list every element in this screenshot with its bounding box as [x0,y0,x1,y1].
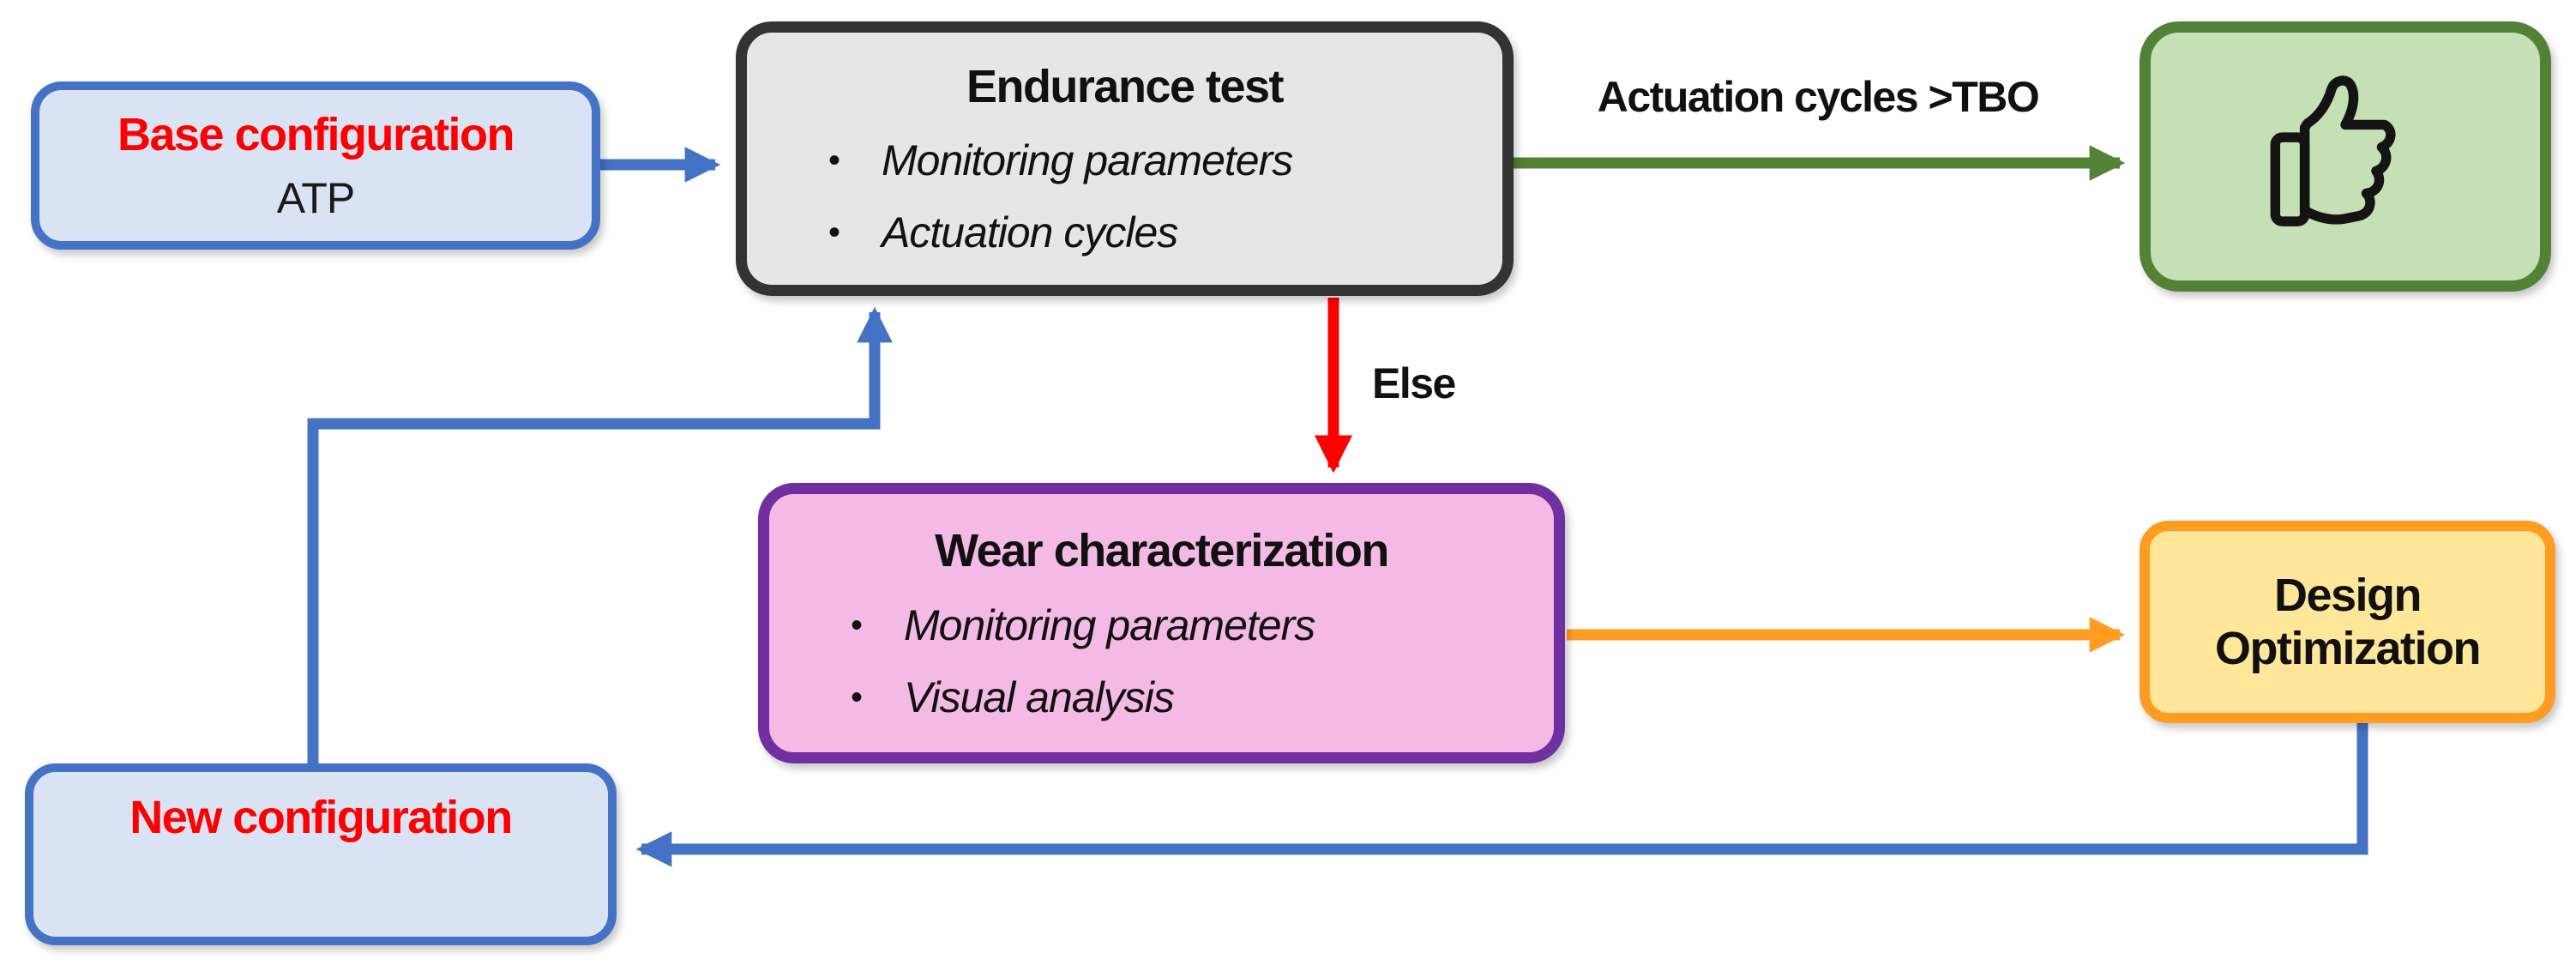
arrow-design-to-new-config [635,721,2368,867]
base-configuration-title: Base configuration [117,108,515,160]
bullet-icon: • [851,606,864,644]
node-endurance-test: Endurance test • Monitoring parameters •… [736,21,1514,296]
endurance-bullet-monitoring: Monitoring parameters [882,136,1293,185]
node-base-configuration: Base configuration ATP [31,81,600,250]
node-success [2140,21,2551,292]
node-design-optimization: Design Optimization [2140,521,2555,723]
list-item: • Monitoring parameters [828,136,1502,185]
bullet-icon: • [851,678,864,716]
wear-characterization-title: Wear characterization [935,525,1389,577]
list-item: • Actuation cycles [828,208,1502,257]
thumbs-up-icon [2270,75,2396,226]
list-item: • Visual analysis [851,672,1554,722]
node-wear-characterization: Wear characterization • Monitoring param… [758,483,1565,763]
node-new-configuration: New configuration [25,763,617,945]
wear-bullet-monitoring: Monitoring parameters [904,600,1315,649]
wear-bullet-visual: Visual analysis [904,672,1175,721]
base-configuration-subtitle: ATP [276,174,356,223]
endurance-bullet-list: • Monitoring parameters • Actuation cycl… [747,136,1502,257]
arrow-new-config-to-endurance [307,306,893,763]
design-optimization-title: Design Optimization [2215,569,2481,674]
bullet-icon: • [828,142,841,180]
list-item: • Monitoring parameters [851,600,1554,650]
endurance-bullet-actuation: Actuation cycles [882,208,1178,257]
wear-bullet-list: • Monitoring parameters • Visual analysi… [769,600,1554,722]
endurance-test-title: Endurance test [966,60,1285,112]
bullet-icon: • [828,214,841,252]
edge-label-else: Else [1372,359,1456,407]
edge-label-actuation-cycles-tbo: Actuation cycles >TBO [1597,73,2040,121]
new-configuration-title: New configuration [129,792,513,843]
